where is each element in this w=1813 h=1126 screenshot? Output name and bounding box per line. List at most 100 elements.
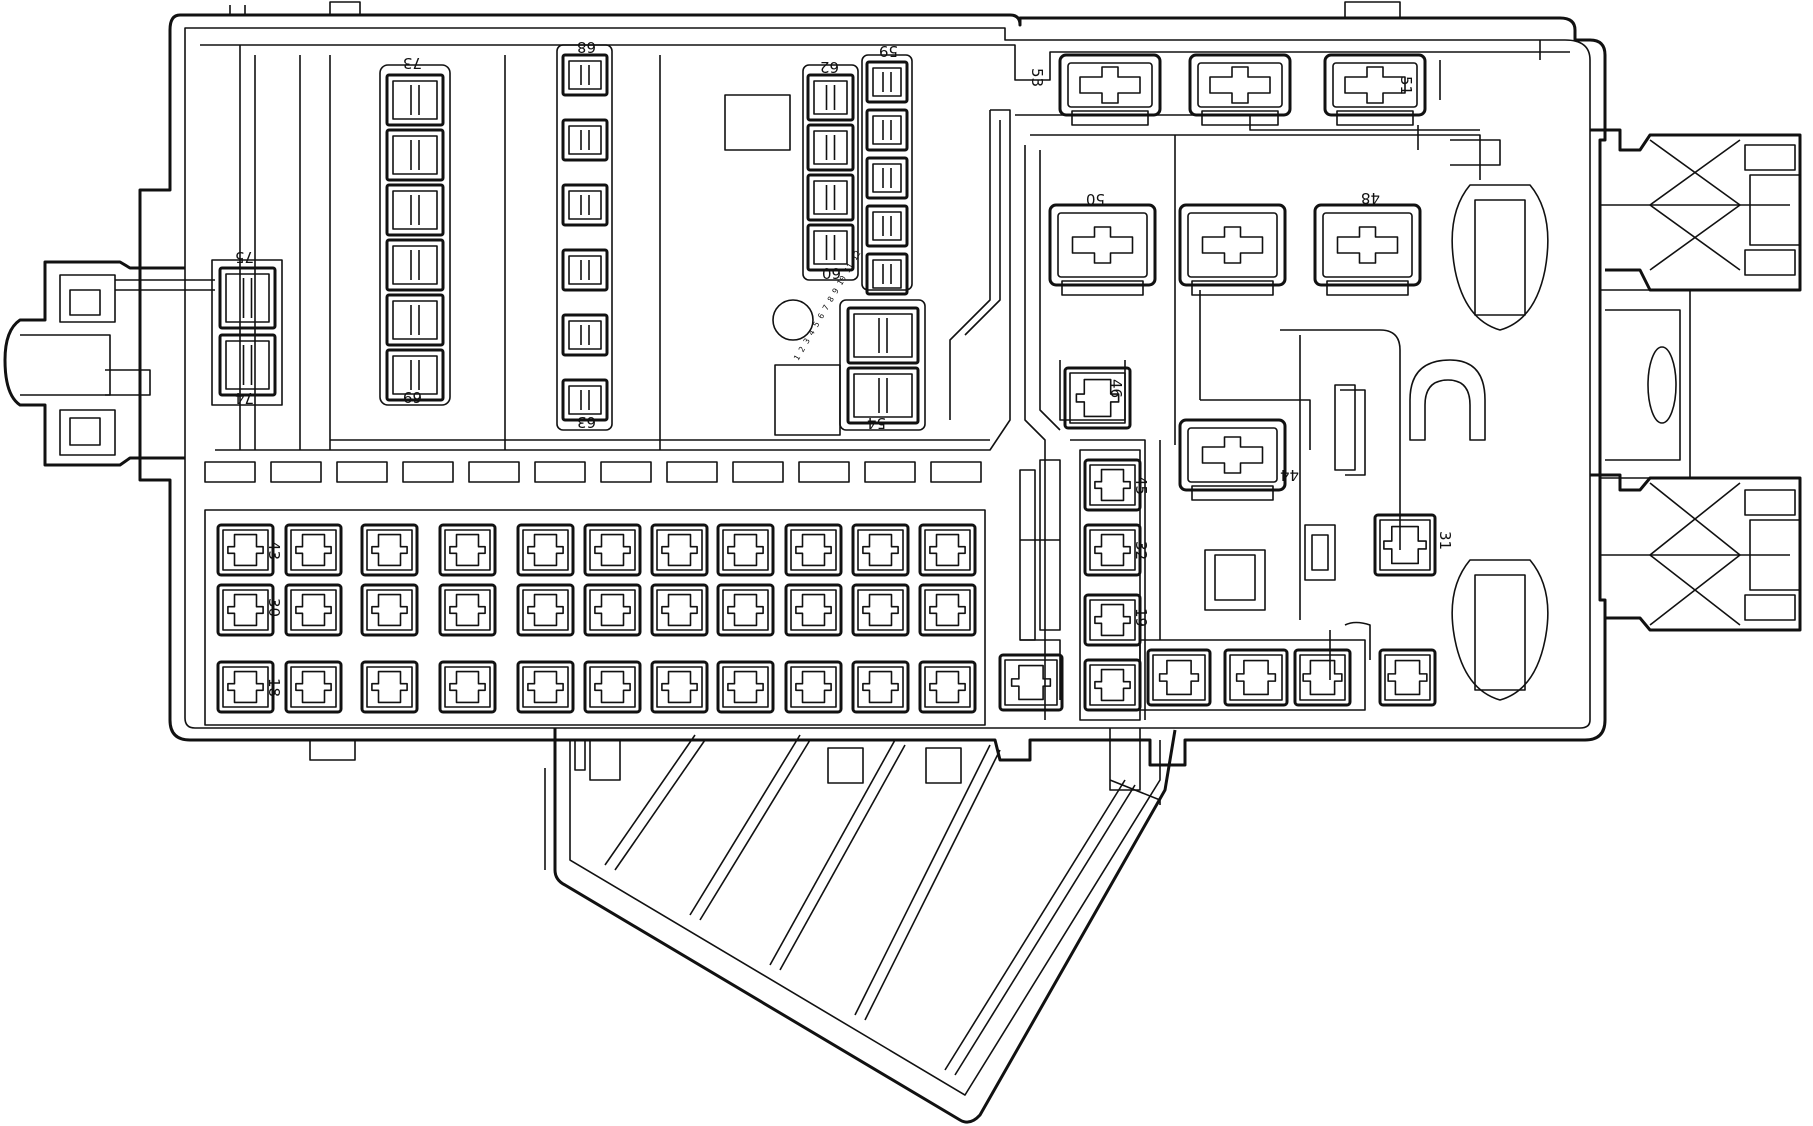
fuse-label-19: 19: [1132, 608, 1150, 627]
fuse-label-50: 50: [1086, 190, 1105, 208]
fuse-slot-r1-c1: [284, 583, 343, 637]
housing-outline: [138, 1, 1607, 767]
fuse-slot-r0-c0: [216, 523, 275, 577]
fuse-slot-r2-c5: [583, 660, 642, 714]
fuse-slot-col68-3: [561, 248, 609, 292]
fuse-slot-r2-c6: [650, 660, 709, 714]
fuse-slot-col68-2: [561, 183, 609, 227]
fuse-slot-r0-c3: [438, 523, 497, 577]
fuse-slot-r1-c4: [516, 583, 575, 637]
fuse-label-43: 43: [265, 541, 283, 560]
fuse-slot-br-2: [1223, 648, 1289, 707]
fuse-slot-r0-c8: [784, 523, 843, 577]
fuse-label-53: 53: [1028, 68, 1046, 87]
fuse-slot-col68-4: [561, 313, 609, 357]
fuse-slot-r1-c7: [716, 583, 775, 637]
fuse-slot-r1-c10: [918, 583, 977, 637]
fuse-slot-r2-c4: [516, 660, 575, 714]
relay-slot-50: [1048, 203, 1157, 296]
fuse-slot-col73-0: [385, 73, 445, 127]
fuse-slot-col68-5: [561, 378, 609, 422]
relay-slot-mid2: [1178, 203, 1287, 296]
fuse-slot-col73-3: [385, 238, 445, 292]
fuse-slot-r0-c7: [716, 523, 775, 577]
fuse-slot-75: [218, 266, 277, 330]
fuse-slot-54b: [846, 366, 920, 425]
fuse-label-60: 60: [822, 264, 841, 282]
fuse-slot-col62-0: [806, 73, 855, 122]
left-compartment: [215, 45, 1011, 451]
fuse-slot-r0-c5: [583, 523, 642, 577]
fuse-slot-col62-1: [806, 123, 855, 172]
fuse-slot-45: [1083, 458, 1142, 512]
fuse-slot-r1-c9: [851, 583, 910, 637]
fuse-slot-r0-c9: [851, 523, 910, 577]
fuse-slot-col59-1: [865, 108, 909, 152]
fuse-slot-r2-c8: [784, 660, 843, 714]
left-connector-bracket: [3, 260, 215, 467]
fuse-label-75: 75: [235, 248, 254, 266]
fuse-slot-col59-3: [865, 204, 909, 248]
lower-cover-tray: [544, 728, 1177, 1124]
fuse-slot-54a: [846, 306, 920, 365]
fuse-group: [204, 44, 1437, 726]
fuse-slot-r2-c0: [216, 660, 275, 714]
fuse-slot-r2-c2: [360, 660, 419, 714]
fuse-label-30: 30: [265, 598, 283, 617]
fuse-slot-col68-0: [561, 53, 609, 97]
fuse-slot-r0-c6: [650, 523, 709, 577]
fuse-slot-r1-c3: [438, 583, 497, 637]
fuse-labels: 75 74 73 69 68 63 62 59 60 54 53 51 50 4…: [235, 38, 1454, 697]
fuse-slot-r2-c9: [851, 660, 910, 714]
fuse-slot-r2-c1: [284, 660, 343, 714]
fuse-label-62: 62: [820, 58, 839, 76]
fuse-slot-31: [1373, 513, 1437, 577]
fuse-slot-r2-c10: [918, 660, 977, 714]
relay-slot-48: [1313, 203, 1422, 296]
fuse-slot-br-0: [998, 653, 1064, 712]
fuse-slot-col73-5: [385, 348, 445, 402]
fuse-label-63: 63: [577, 413, 596, 431]
fuse-slot-74: [218, 333, 277, 397]
fuse-label-69: 69: [403, 388, 422, 406]
fuse-label-59: 59: [879, 42, 898, 60]
fuse-label-51: 51: [1397, 76, 1415, 95]
fuse-slot-r1-c0: [216, 583, 275, 637]
fuse-slot-col73-2: [385, 183, 445, 237]
fuse-label-73: 73: [403, 54, 422, 72]
fuse-slot-col62-3: [806, 223, 855, 272]
fuse-slot-r1-c8: [784, 583, 843, 637]
fuse-label-68: 68: [577, 38, 596, 56]
fuse-label-31: 31: [1436, 531, 1454, 550]
fuse-slot-br-3: [1293, 648, 1352, 707]
relay-slot-51: [1323, 53, 1427, 126]
fuse-slot-r1-c5: [583, 583, 642, 637]
fuse-label-54: 54: [867, 414, 886, 432]
fuse-slot-col59-4: [865, 252, 909, 296]
fuse-label-48: 48: [1361, 189, 1380, 207]
fuse-slot-br-4: [1378, 648, 1437, 707]
fuse-label-44: 44: [1280, 466, 1299, 484]
fuse-slot-col59-0: [865, 60, 909, 104]
fuse-slot-br-1: [1146, 648, 1212, 707]
fuse-label-18: 18: [265, 678, 283, 697]
fuse-slot-r1-c2: [360, 583, 419, 637]
relay-slot-44: [1178, 418, 1287, 501]
fuse-slot-19: [1083, 593, 1142, 647]
fuse-label-46: 46: [1107, 379, 1125, 398]
fuse-label-45: 45: [1132, 476, 1150, 495]
fuse-slot-col73-4: [385, 293, 445, 347]
fuse-slot-r2-c7: [716, 660, 775, 714]
right-compartment: [1015, 40, 1541, 720]
fuse-slot-32: [1083, 523, 1142, 577]
fuse-slot-r0-c1: [284, 523, 343, 577]
fuse-slot-r1-c6: [650, 583, 709, 637]
fuse-slot-r0-c2: [360, 523, 419, 577]
fuse-slot-r0-c10: [918, 523, 977, 577]
fuse-label-74: 74: [235, 389, 254, 407]
fuse-label-32: 32: [1132, 541, 1150, 560]
fuse-slot-col45-b: [1083, 658, 1142, 712]
fuse-slot-col59-2: [865, 156, 909, 200]
